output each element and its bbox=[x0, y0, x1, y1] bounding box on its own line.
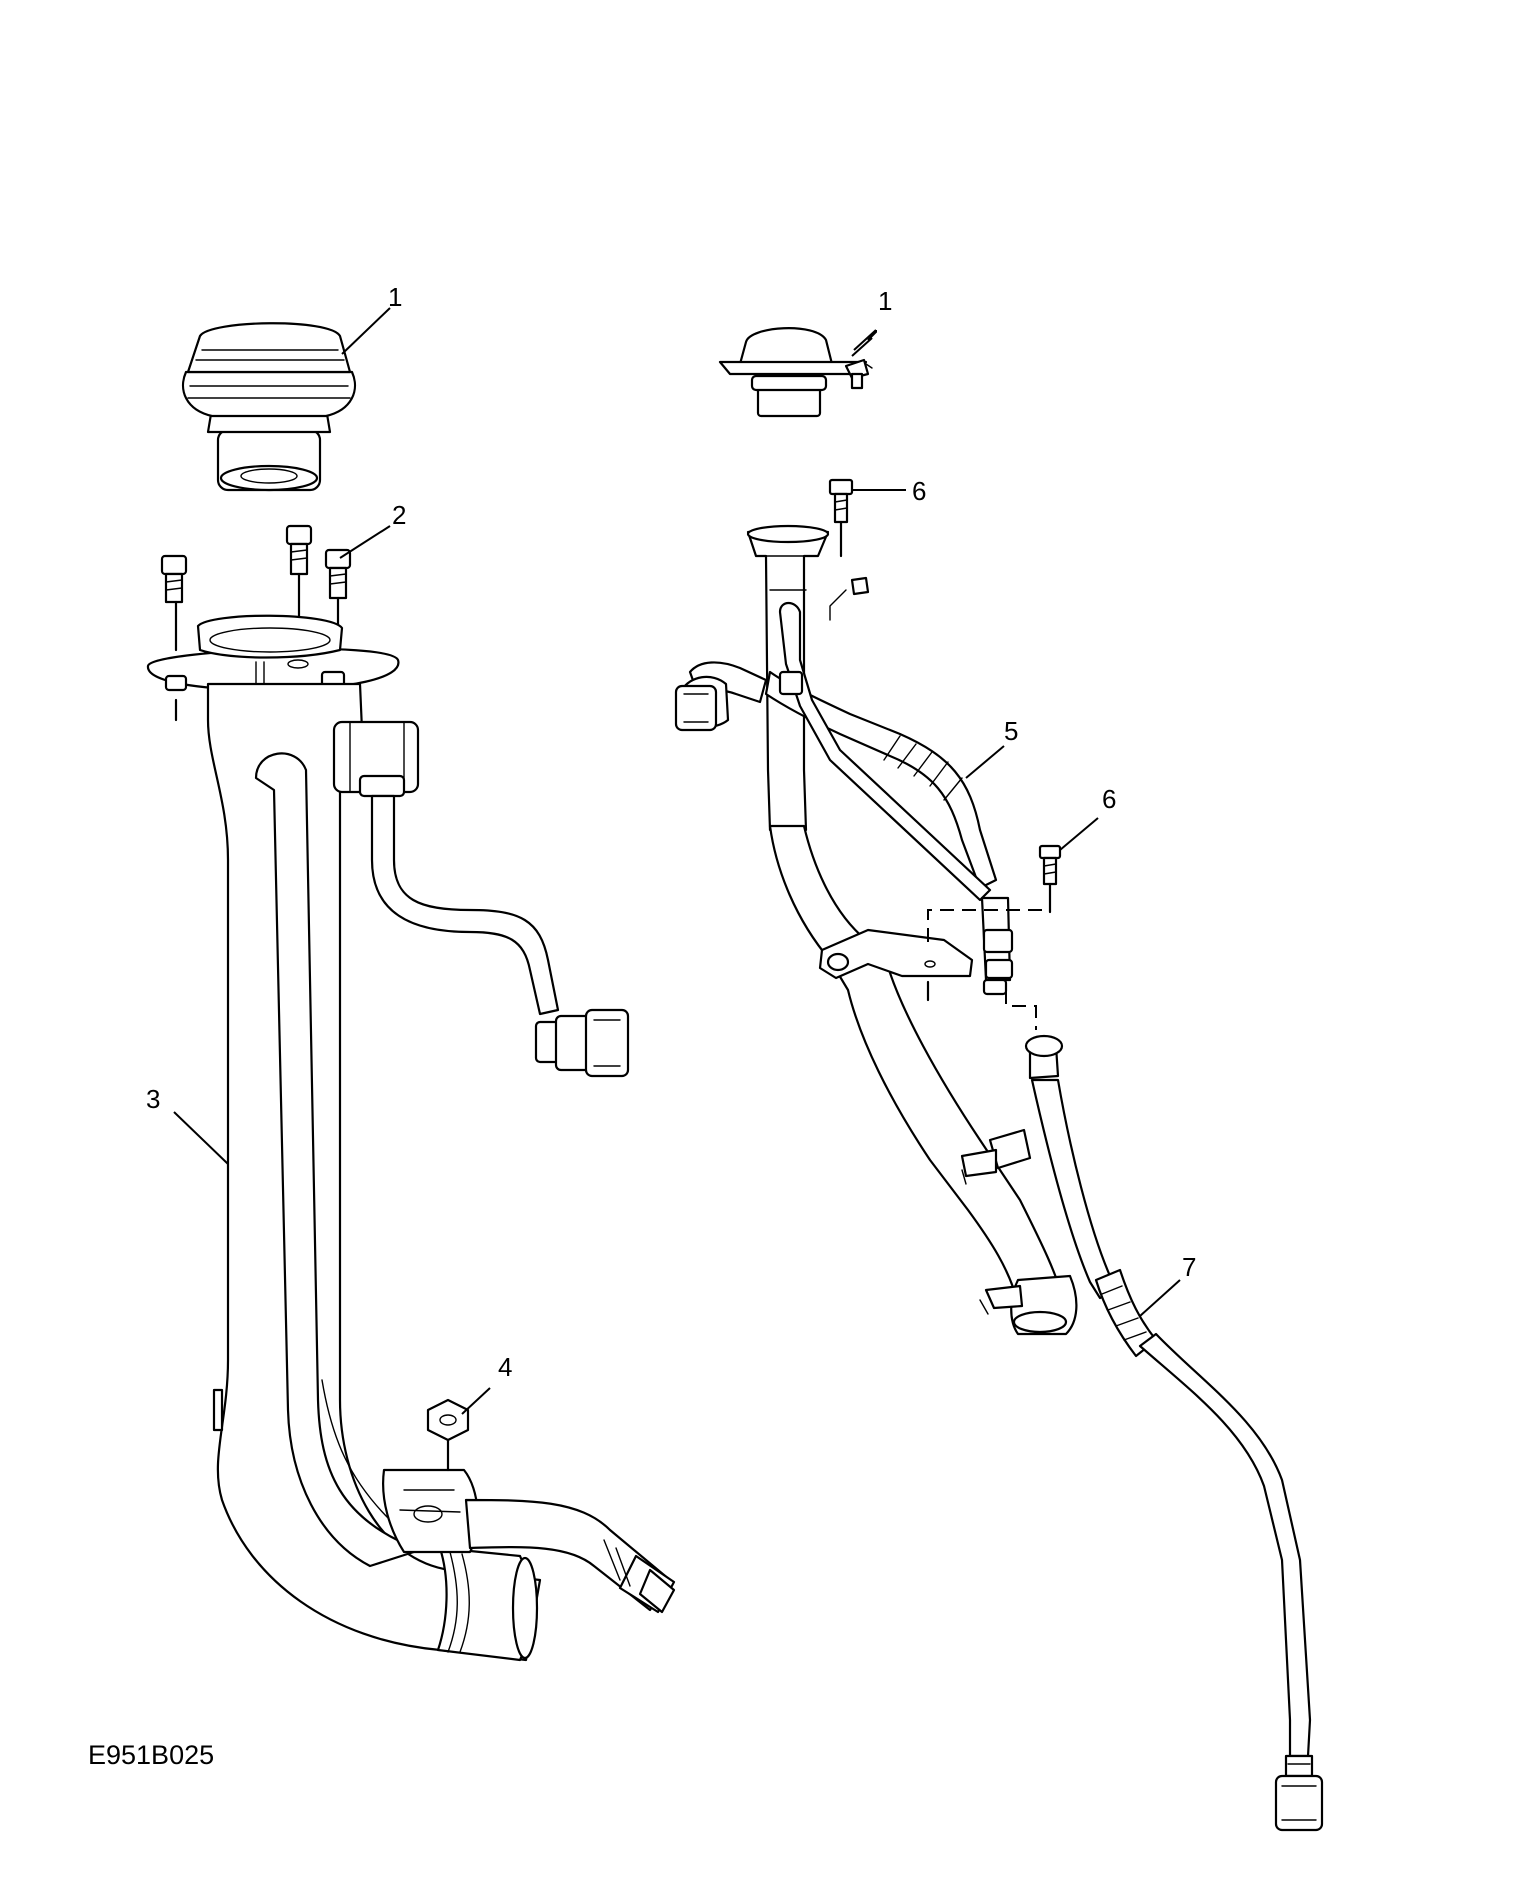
callout-leaders bbox=[173, 307, 1181, 1415]
figure-reference-code: E951B025 bbox=[88, 1740, 214, 1770]
filler-pipe bbox=[206, 682, 676, 1662]
callout-5: 5 bbox=[1004, 716, 1018, 746]
callout-1-right: 1 bbox=[878, 286, 892, 316]
nut bbox=[426, 1398, 470, 1472]
callout-1-left: 1 bbox=[388, 282, 402, 312]
bolt-top-right bbox=[828, 478, 854, 558]
filler-cap-right bbox=[718, 327, 873, 418]
callout-4: 4 bbox=[498, 1352, 512, 1382]
filler-neck-flange bbox=[146, 614, 400, 701]
bolts-mounting bbox=[160, 524, 352, 722]
vapour-hose-right bbox=[1024, 1034, 1324, 1832]
callout-2: 2 bbox=[392, 500, 406, 530]
bolt-mid-right bbox=[1038, 844, 1062, 914]
callout-6-top: 6 bbox=[912, 476, 926, 506]
assembly-indicator-lines bbox=[926, 909, 1050, 1030]
filler-cap-left bbox=[181, 322, 357, 492]
callout-6-mid: 6 bbox=[1102, 784, 1116, 814]
callout-3: 3 bbox=[146, 1084, 160, 1114]
callout-7: 7 bbox=[1182, 1252, 1196, 1282]
filler-neck-right bbox=[674, 524, 1078, 1336]
vent-hose-left bbox=[370, 794, 630, 1078]
